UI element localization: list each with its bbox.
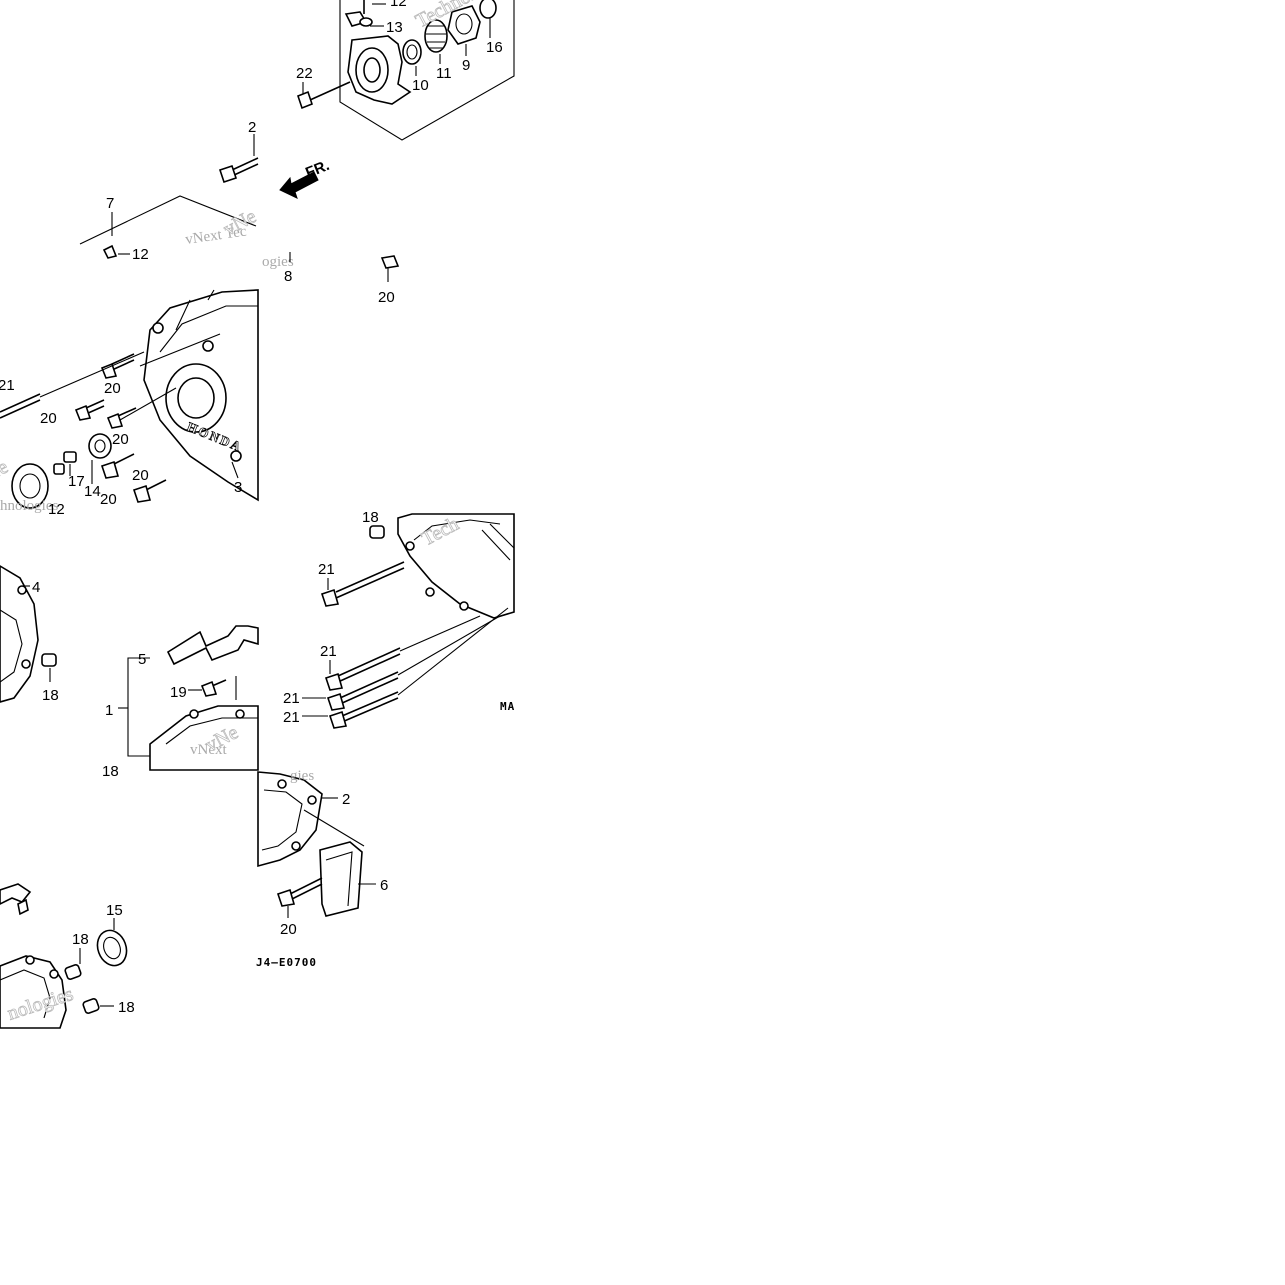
housing-bore-inner bbox=[363, 57, 381, 83]
svg-text:hnologies: hnologies bbox=[0, 498, 58, 514]
callout-5: 5 bbox=[138, 651, 146, 668]
bolt-19-head bbox=[200, 680, 218, 697]
bolt-20-group bbox=[74, 353, 167, 503]
tile-crankcase-bolts: Tech MA bbox=[302, 512, 515, 729]
callout-12: 12 bbox=[48, 501, 65, 518]
assembly-bracket-1 bbox=[127, 657, 150, 757]
subassembly-frame-7 bbox=[79, 195, 257, 245]
oil-seal-14 bbox=[88, 433, 112, 459]
callout-21: 21 bbox=[0, 377, 15, 394]
callout-21: 21 bbox=[318, 561, 335, 578]
bolt-2-head bbox=[218, 164, 238, 184]
callout-21: 21 bbox=[320, 643, 337, 660]
callout-9: 9 bbox=[462, 57, 470, 74]
callout-20: 20 bbox=[378, 289, 395, 306]
callout-21: 21 bbox=[283, 690, 300, 707]
bolt-20-head bbox=[276, 888, 296, 907]
cap-9 bbox=[447, 5, 481, 45]
diagram-code-fragment: MA bbox=[500, 700, 515, 713]
cover-1 bbox=[149, 705, 259, 771]
svg-text:vNext: vNext bbox=[190, 742, 227, 758]
callout-20: 20 bbox=[40, 410, 57, 427]
gasket-12 bbox=[11, 463, 49, 509]
callout-13: 13 bbox=[386, 19, 403, 36]
crankcase-half bbox=[397, 513, 515, 619]
stay-6 bbox=[319, 841, 363, 917]
bolt-22-shank bbox=[309, 81, 351, 101]
diagram-code: J4–E0700 bbox=[256, 956, 317, 969]
callout-21: 21 bbox=[283, 709, 300, 726]
callout-10: 10 bbox=[412, 77, 429, 94]
callout-4: 4 bbox=[32, 579, 40, 596]
tile-cover-2: gies J4–E0700 bbox=[256, 768, 376, 969]
dowel-18 bbox=[369, 525, 385, 539]
part-16 bbox=[479, 0, 497, 19]
dowel-18 bbox=[82, 998, 100, 1014]
tile-fragment-center: ogies bbox=[262, 252, 400, 282]
bolt-21-shank bbox=[0, 393, 41, 413]
bolt-12-head bbox=[102, 244, 118, 259]
dowel-18 bbox=[64, 964, 82, 980]
svg-text:vNe: vNe bbox=[220, 205, 260, 240]
gear-11 bbox=[424, 19, 448, 53]
bolt-20-head bbox=[380, 255, 400, 269]
callout-18: 18 bbox=[118, 999, 135, 1016]
callout-20: 20 bbox=[104, 380, 121, 397]
callout-20: 20 bbox=[112, 431, 129, 448]
bolt-22-head bbox=[297, 90, 313, 110]
cover-2 bbox=[257, 771, 323, 868]
callout-2: 2 bbox=[248, 119, 256, 136]
bolt-21-group bbox=[302, 561, 509, 729]
callout-19: 19 bbox=[170, 684, 187, 701]
callout-20: 20 bbox=[100, 491, 117, 508]
tile-starter-cover: FR. Technologies bbox=[279, 0, 517, 199]
washer-13 bbox=[359, 17, 373, 27]
cover-3-bore bbox=[177, 377, 215, 419]
callout-18: 18 bbox=[102, 763, 119, 780]
callout-3: 3 bbox=[234, 479, 242, 496]
callout-8: 8 bbox=[284, 268, 292, 285]
dowel-18 bbox=[41, 653, 57, 667]
spring-10 bbox=[402, 39, 422, 65]
callout-14: 14 bbox=[84, 483, 101, 500]
tile-left-cover-main: HONDA bbox=[0, 289, 259, 514]
callout-18: 18 bbox=[362, 509, 379, 526]
callout-12: 12 bbox=[132, 246, 149, 263]
callout-2: 2 bbox=[342, 791, 350, 808]
tile-crankcase-left: vNext vNe bbox=[0, 565, 259, 771]
callout-22: 22 bbox=[296, 65, 313, 82]
callout-16: 16 bbox=[486, 39, 503, 56]
dowel-17 bbox=[63, 451, 77, 463]
svg-text:gies: gies bbox=[290, 768, 314, 784]
callout-20: 20 bbox=[132, 467, 149, 484]
callout-1: 1 bbox=[105, 702, 113, 719]
callout-18: 18 bbox=[72, 931, 89, 948]
callout-7: 7 bbox=[106, 195, 114, 212]
callout-11: 11 bbox=[436, 65, 452, 82]
callout-15: 15 bbox=[106, 902, 123, 919]
callout-17: 17 bbox=[68, 473, 85, 490]
stay-5 bbox=[166, 625, 259, 666]
svg-text:ogies: ogies bbox=[262, 254, 294, 270]
oil-seal-15 bbox=[96, 929, 128, 967]
callout-6: 6 bbox=[380, 877, 388, 894]
callout-20: 20 bbox=[280, 921, 297, 938]
svg-text:Te: Te bbox=[0, 456, 12, 485]
callout-18: 18 bbox=[42, 687, 59, 704]
front-direction-arrow-icon bbox=[279, 171, 319, 199]
callout-12: 12 bbox=[390, 0, 407, 10]
subassembly-frame bbox=[339, 0, 515, 141]
direction-label: FR. bbox=[303, 157, 332, 182]
